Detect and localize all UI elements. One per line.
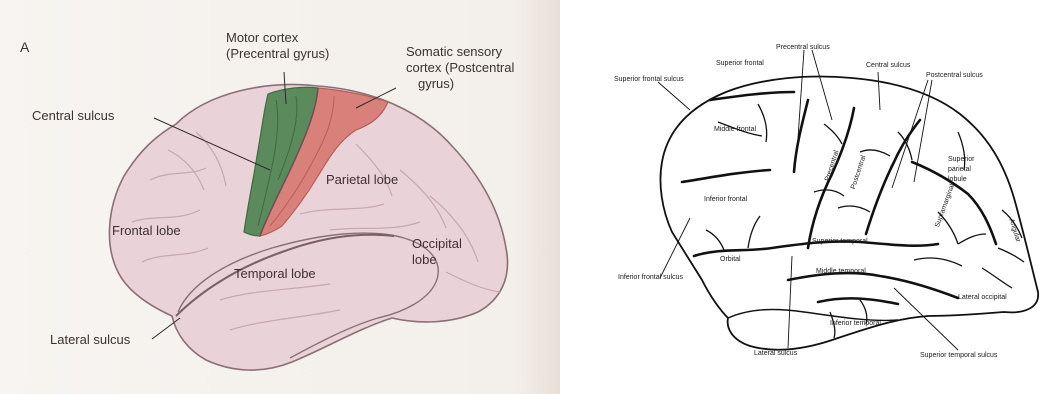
label-precentral-gyrus: (Precentral gyrus): [226, 46, 329, 61]
rlabel-middle-temporal: Middle temporal: [816, 268, 866, 276]
rlabel-lateral-sulcus: Lateral sulcus: [754, 350, 797, 358]
label-motor-cortex: Motor cortex: [226, 30, 298, 45]
rlabel-inferior-frontal-sulcus: Inferior frontal sulcus: [618, 274, 683, 282]
rlabel-parietal: parietal: [948, 166, 971, 174]
inferior-temporal-sulcus-path: [818, 298, 898, 304]
label-parietal-lobe: Parietal lobe: [326, 172, 398, 187]
right-leader-lines: [658, 50, 958, 350]
label-somatic-sensory: Somatic sensory: [406, 44, 502, 59]
right-sulci-panel: Precentral sulcus Superior frontal Centr…: [598, 12, 1054, 382]
rlabel-lateral-occipital: Lateral occipital: [958, 294, 1007, 302]
label-occipital: Occipital: [412, 236, 462, 251]
rlabel-postcentral-sulcus: Postcentral sulcus: [926, 72, 983, 80]
sulci-line-drawing: [598, 12, 1054, 382]
intraparietal-sulcus-path: [912, 162, 996, 244]
precentral-sulcus-path: [794, 100, 808, 172]
rlabel-middle-frontal: Middle frontal: [714, 126, 756, 134]
rlabel-superior: Superior: [948, 156, 974, 164]
inferior-frontal-sulcus-path: [682, 170, 770, 182]
left-brain-panel: A Motor cortex (Precentral gyrus) Somati…: [0, 0, 560, 394]
minor-sulci: [706, 104, 1024, 338]
rlabel-inferior-temporal: Inferior temporal: [830, 320, 881, 328]
rlabel-superior-temporal: Superior temporal: [812, 238, 868, 246]
label-cortex-postcentral: cortex (Postcentral: [406, 60, 514, 75]
label-frontal-lobe: Frontal lobe: [112, 223, 181, 238]
rlabel-precentral-sulcus: Precentral sulcus: [776, 44, 830, 52]
postcentral-sulcus-path: [866, 120, 920, 234]
label-lateral-sulcus: Lateral sulcus: [50, 332, 130, 347]
rlabel-orbital: Orbital: [720, 256, 741, 264]
rlabel-superior-frontal-sulcus: Superior frontal sulcus: [614, 76, 684, 84]
label-central-sulcus: Central sulcus: [32, 108, 114, 123]
rlabel-inferior-frontal: Inferior frontal: [704, 196, 747, 204]
temporal-lobe-lower-edge: [728, 310, 898, 321]
rlabel-superior-temporal-sulcus: Superior temporal sulcus: [920, 352, 997, 360]
rlabel-superior-frontal: Superior frontal: [716, 60, 764, 68]
label-gyrus: gyrus): [418, 76, 454, 91]
label-temporal-lobe: Temporal lobe: [234, 266, 316, 281]
superior-temporal-sulcus-path: [788, 273, 958, 298]
rlabel-central-sulcus: Central sulcus: [866, 62, 910, 70]
panel-letter: A: [20, 40, 29, 55]
label-lobe: lobe: [412, 252, 437, 267]
